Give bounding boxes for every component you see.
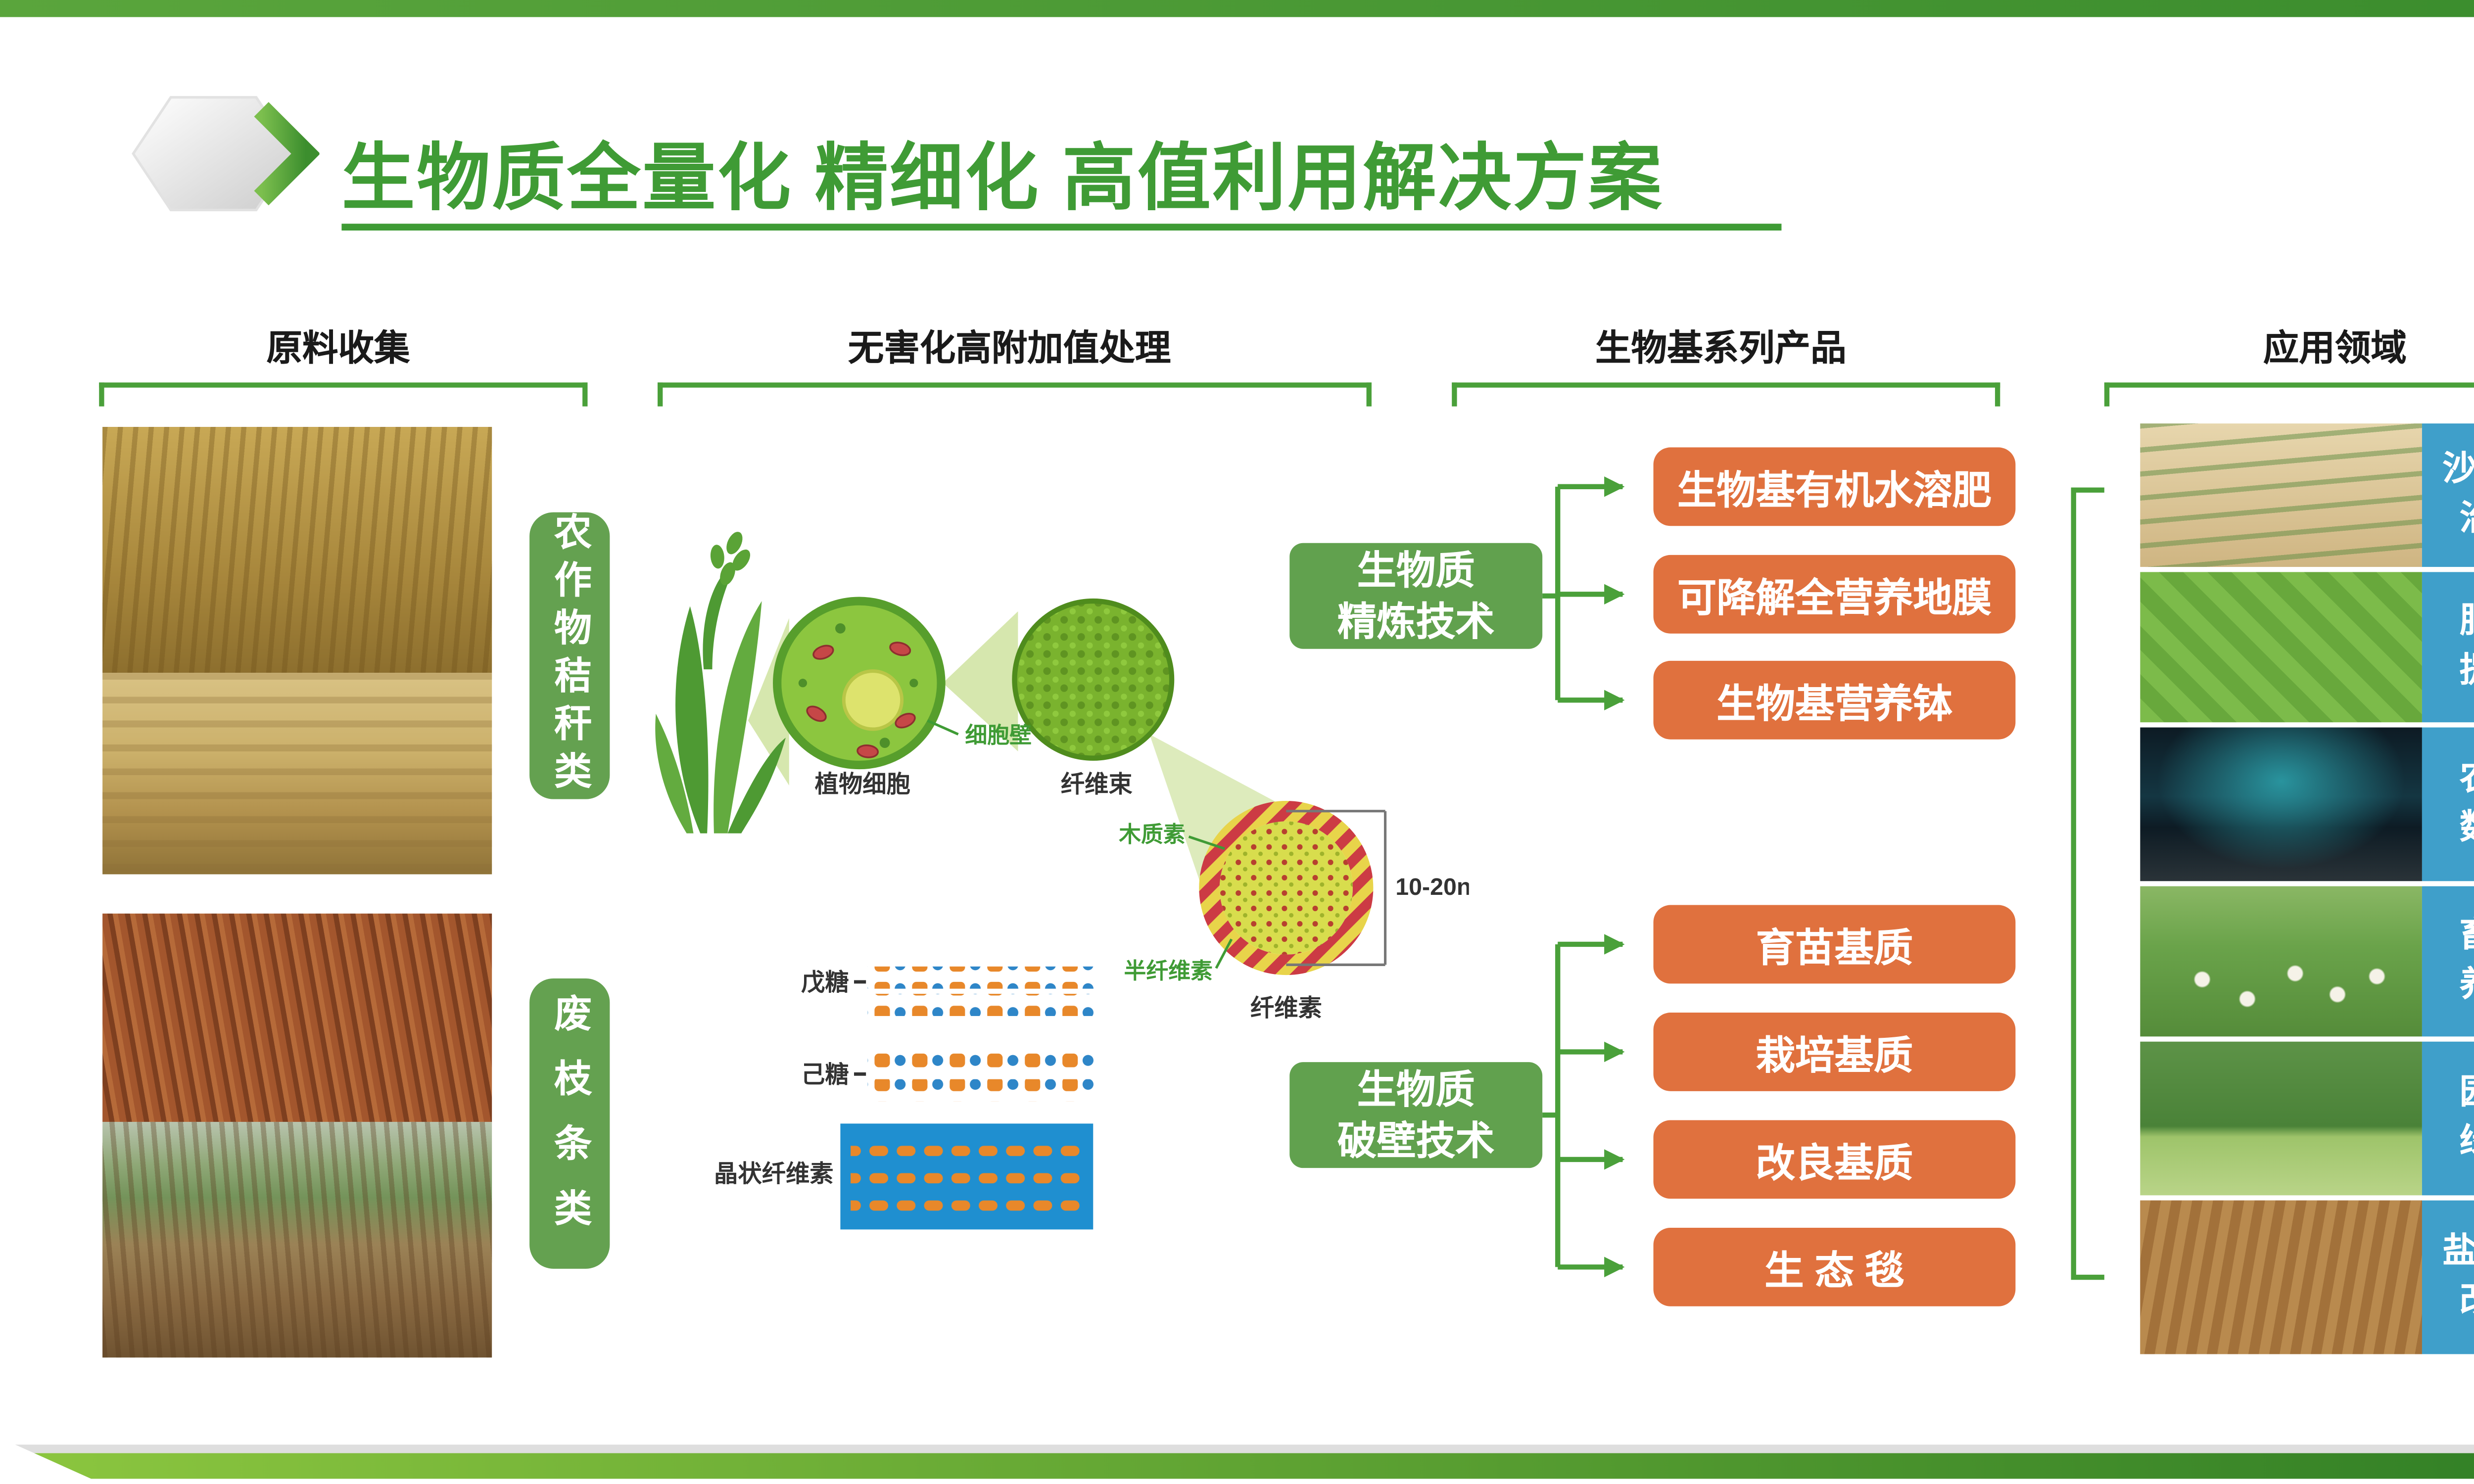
leader-lines	[927, 719, 1233, 969]
section-header-collection: 原料收集	[266, 329, 410, 369]
product-button-organic-water-soluble-fertilizer: 生物基有机水溶肥	[1653, 447, 2016, 526]
label-cell-wall: 细胞壁	[965, 723, 1032, 748]
tech-box-refining-line1: 生物质	[1357, 547, 1475, 592]
app-label-line: 沙漠化	[2442, 451, 2474, 489]
bottom-left-corner-cut	[0, 1438, 103, 1484]
product-button-improvement-substrate: 改良基质	[1653, 1120, 2016, 1199]
photo-red-twigs	[102, 913, 492, 1122]
label-lignin: 木质素	[1119, 822, 1186, 847]
app-label-line: 农业	[2460, 755, 2474, 804]
section-header-applications: 应用领域	[2263, 329, 2407, 369]
application-row: 农业 数据	[2140, 727, 2474, 881]
page-title: 生物质全量化 精细化 高值利用解决方案	[341, 138, 1664, 221]
plant-illustration	[655, 532, 786, 834]
app-label-line: 肥力	[2460, 598, 2474, 647]
app-label-line: 改良	[2460, 1277, 2474, 1327]
tech-box-refining-line2: 精炼技术	[1337, 599, 1495, 644]
section-header-products: 生物基系列产品	[1595, 329, 1847, 369]
product-button-seedling-substrate: 育苗基质	[1653, 905, 2016, 984]
application-row: 肥力 提升	[2140, 572, 2474, 723]
label-plant-cell: 植物细胞	[815, 771, 910, 798]
application-row: 盐碱地 改良	[2140, 1200, 2474, 1354]
photo-cabbage-field	[2140, 572, 2422, 723]
category-label-waste-branches: 废枝条类	[529, 978, 610, 1269]
photo-straw-bales	[102, 673, 492, 875]
photo-sheep-grazing	[2140, 886, 2422, 1037]
app-label-line: 园林	[2460, 1069, 2474, 1118]
tech-box-wall-breaking: 生物质 破壁技术	[1289, 1062, 1543, 1168]
top-accent-bar	[0, 0, 2474, 17]
product-button-degradable-nutrient-mulch-film: 可降解全营养地膜	[1653, 555, 2016, 634]
fiber-bundle-illustration	[1012, 598, 1175, 761]
section-header-processing: 无害化高附加值处理	[848, 329, 1171, 369]
app-label-line: 盐碱地	[2442, 1233, 2474, 1271]
sugar-chain-diagram	[854, 966, 1097, 1102]
bottom-green-bar	[0, 1453, 2474, 1479]
hexagon-bullet-icon	[132, 96, 320, 212]
label-cellulose: 纤维素	[1250, 995, 1322, 1021]
application-row: 沙漠化 治理	[2140, 423, 2474, 567]
label-diameter: 10-20nm	[1395, 874, 1469, 900]
application-row: 畜牧 养殖	[2140, 886, 2474, 1037]
label-fiber-bundle: 纤维束	[1061, 771, 1133, 798]
diameter-measure-lines	[1286, 810, 1387, 966]
app-label-desertification-control: 沙漠化 治理	[2422, 423, 2474, 567]
app-label-livestock-breeding: 畜牧 养殖	[2422, 886, 2474, 1037]
application-row: 园林 绿化	[2140, 1041, 2474, 1196]
product-button-bio-based-nutrient-bowl: 生物基营养钵	[1653, 660, 2016, 740]
bracket-applications	[2104, 382, 2474, 407]
tech-box-refining: 生物质 精炼技术	[1289, 543, 1543, 649]
app-label-line: 提升	[2460, 647, 2474, 696]
app-label-garden-greening: 园林 绿化	[2422, 1041, 2474, 1196]
label-hexose: 己糖	[801, 1062, 849, 1088]
processing-diagram: 植物细胞 纤维束 细胞壁 木质素 半纤维素 纤维素 10-20nm 戊糖 己糖 …	[655, 532, 1469, 1230]
photo-corn-straw-field	[102, 427, 492, 673]
category-label-crop-straw: 农作物秸秆类	[529, 512, 610, 799]
product-button-eco-blanket: 生 态 毯	[1653, 1227, 2016, 1306]
product-button-cultivation-substrate: 栽培基质	[1653, 1013, 2016, 1091]
app-label-line: 养殖	[2460, 961, 2474, 1011]
app-label-line: 治理	[2460, 495, 2474, 545]
tech-box-breaking-line1: 生物质	[1357, 1067, 1475, 1112]
photo-desertification-control	[2140, 423, 2422, 567]
photo-saline-soil	[2140, 1200, 2422, 1354]
app-label-line: 数据	[2460, 804, 2474, 854]
label-pentose: 戊糖	[801, 969, 849, 996]
bottom-gray-stripe	[0, 1444, 2474, 1453]
label-crystalline-cellulose: 晶状纤维素	[714, 1160, 834, 1187]
app-label-saline-soil-improvement: 盐碱地 改良	[2422, 1200, 2474, 1354]
photo-branch-piles	[102, 1121, 492, 1358]
bracket-processing	[658, 382, 1372, 407]
label-hemicellulose: 半纤维素	[1124, 958, 1212, 983]
crystalline-cellulose-diagram	[840, 1123, 1094, 1230]
app-label-line: 畜牧	[2460, 912, 2474, 961]
tech-box-breaking-line2: 破壁技术	[1337, 1118, 1495, 1163]
app-label-fertility-improvement: 肥力 提升	[2422, 572, 2474, 723]
fiber-cross-section-illustration	[1199, 800, 1374, 975]
bracket-collection	[99, 382, 588, 407]
app-label-line: 绿化	[2460, 1118, 2474, 1168]
photo-agriculture-data-screens	[2140, 727, 2422, 881]
photo-garden-greening	[2140, 1041, 2422, 1196]
plant-cell-illustration	[773, 597, 946, 770]
bracket-products	[1452, 382, 2000, 407]
title-underline	[341, 224, 1782, 231]
app-label-agriculture-data: 农业 数据	[2422, 727, 2474, 881]
